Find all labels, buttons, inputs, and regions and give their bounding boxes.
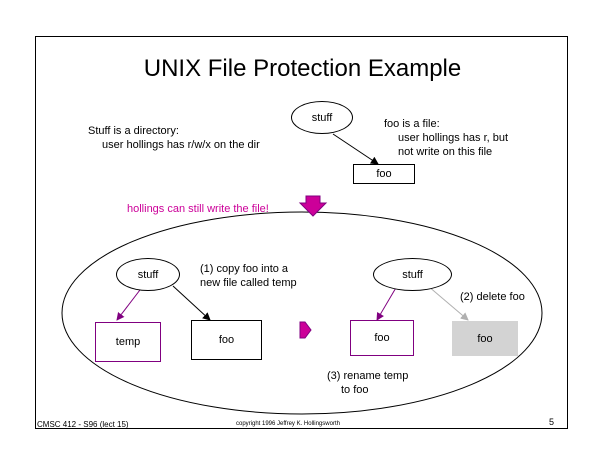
- step3-line-1: (3) rename temp: [327, 370, 409, 382]
- arrow-stuff-to-foo-right: [376, 285, 398, 321]
- file-note-line-2: user hollings has r, but: [398, 132, 509, 144]
- step3-line-2: to foo: [341, 384, 369, 396]
- slide-title: UNIX File Protection Example: [143, 55, 462, 82]
- down-arrow-icon: [298, 195, 328, 217]
- file-note-line-1: foo is a file:: [384, 118, 440, 130]
- footer-course: CMSC 412 - S96 (lect 15): [37, 420, 129, 429]
- file-note: foo is a file: user hollings has r, but …: [384, 117, 508, 159]
- stuff-node-right: stuff: [373, 258, 452, 291]
- right-arrow-icon: [299, 321, 312, 339]
- stuff-node-top: stuff: [291, 101, 353, 134]
- highlight-note: hollings can still write the file!: [127, 203, 269, 215]
- step3-note: (3) rename temp to foo: [327, 369, 408, 397]
- dir-note-line-1: Stuff is a directory:: [88, 125, 179, 137]
- foo-box-top: foo: [353, 164, 415, 184]
- step1-line-2: new file called temp: [200, 277, 297, 289]
- arrow-stuff-to-deleted-foo: [427, 285, 469, 321]
- foo-box-left: foo: [191, 320, 262, 360]
- step1-note: (1) copy foo into a new file called temp: [200, 262, 297, 290]
- page-number: 5: [549, 417, 555, 427]
- arrow-stuff-to-foo-left: [172, 285, 211, 321]
- arrow-stuff-to-foo-top: [332, 133, 379, 165]
- footer-copyright: copyright 1996 Jeffrey K. Hollingsworth: [236, 421, 340, 427]
- dir-note-line-2: user hollings has r/w/x on the dir: [102, 139, 260, 151]
- foo-box-right: foo: [350, 320, 414, 356]
- dir-note: Stuff is a directory: user hollings has …: [88, 124, 260, 152]
- arrow-stuff-to-temp: [116, 285, 144, 321]
- step1-line-1: (1) copy foo into a: [200, 263, 289, 275]
- temp-box: temp: [95, 322, 161, 362]
- slide-frame: [35, 36, 568, 429]
- deleted-foo-box: foo: [452, 321, 518, 356]
- outer-ellipse: [61, 211, 543, 415]
- step2-note: (2) delete foo: [460, 291, 525, 303]
- file-note-line-3: not write on this file: [398, 146, 493, 158]
- stuff-node-left: stuff: [116, 258, 180, 291]
